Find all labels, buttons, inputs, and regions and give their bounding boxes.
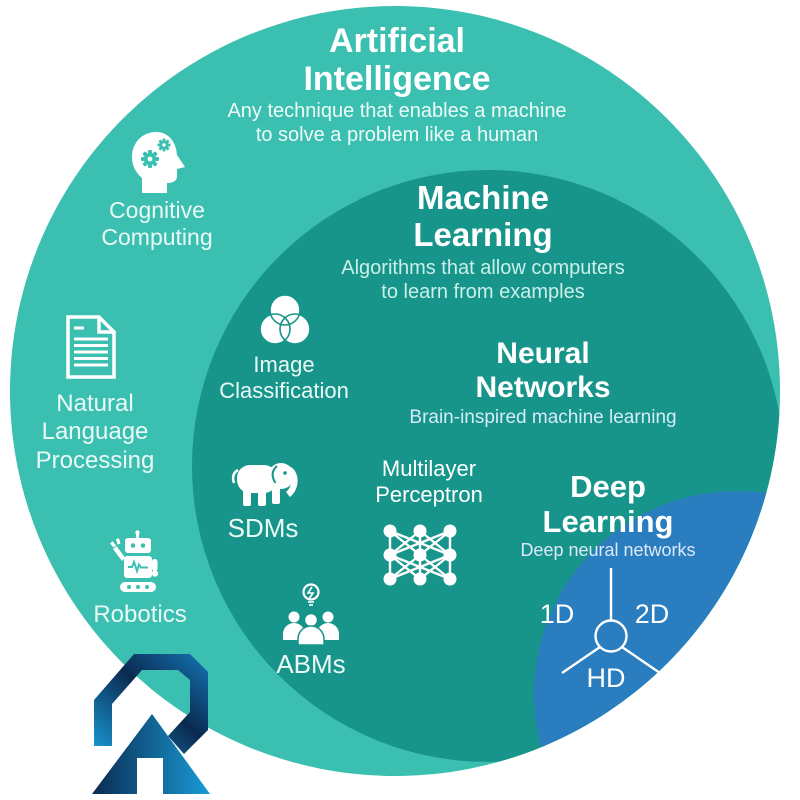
ml-title-line: Learning [413,215,553,253]
label-line: Cognitive [109,197,205,223]
label-line: Computing [101,224,213,251]
label-line: Language [41,418,149,446]
dl-title-line: Learning [542,503,674,539]
dl-subtitle: Deep neural networks [520,540,695,562]
ai-title-line: Intelligence [303,60,491,99]
nn-title-line: Networks [475,370,611,404]
dimension-hd-label: HD [586,663,626,693]
artificial-intelligence-circle [10,6,780,776]
robot-icon [110,530,159,592]
dimension-1d-label: 1D [539,599,575,629]
head-gears-icon [132,132,185,193]
ml-subtitle-line: to learn from examples [381,281,585,304]
multilayer-perceptron-label: Multilayer Perceptron [375,456,483,508]
brand-logo [92,654,210,794]
ai-subtitle-line: Any technique that enables a machine [227,100,567,122]
nn-subtitle-line: Brain-inspired machine learning [409,407,677,428]
ml-title-line: Machine [416,179,550,216]
sdms-label: SDMs [228,513,299,544]
label-line: Image [253,352,315,377]
label-line: SDMs [227,513,299,543]
natural-language-processing-label: Natural Language Processing [36,390,155,475]
label-line: ABMs [276,649,346,679]
ai-subtitle-line: to solve a problem like a human [255,124,539,147]
robotics-label: Robotics [93,601,186,629]
machine-learning-circle [192,170,780,776]
image-classification-label: Image Classification [219,352,349,404]
document-icon [66,315,116,379]
label-line: Perceptron [375,481,483,507]
ai-title: Artificial Intelligence [303,22,490,98]
label-line: Classification [219,377,349,403]
label-line: Robotics [93,601,187,628]
dimension-2d-label: 2D [634,599,670,629]
dl-title: Deep Learning [542,469,674,539]
ml-title: Machine Learning [413,179,553,254]
nn-title-line: Neural [496,337,590,370]
label-line: Natural [56,390,134,417]
elephant-icon [231,463,298,506]
neuron-axes-icon [561,568,661,674]
cognitive-computing-label: Cognitive Computing [101,197,212,251]
dl-subtitle-line: Deep neural networks [520,540,696,560]
network-nodes-icon [383,524,457,586]
people-lightbulb-icon [283,583,339,646]
label-line: Multilayer [381,456,477,481]
dl-title-line: Deep [570,469,646,504]
ml-subtitle: Algorithms that allow computers to learn… [341,256,624,305]
abms-label: ABMs [276,649,345,680]
nn-title: Neural Networks [475,337,610,404]
ml-subtitle-line: Algorithms that allow computers [341,257,625,279]
venn-circles-icon [259,294,311,345]
ai-subtitle: Any technique that enables a machine to … [227,99,566,148]
nn-subtitle: Brain-inspired machine learning [409,406,676,429]
ai-title-line: Artificial [328,22,466,60]
label-line: Processing [35,446,155,474]
